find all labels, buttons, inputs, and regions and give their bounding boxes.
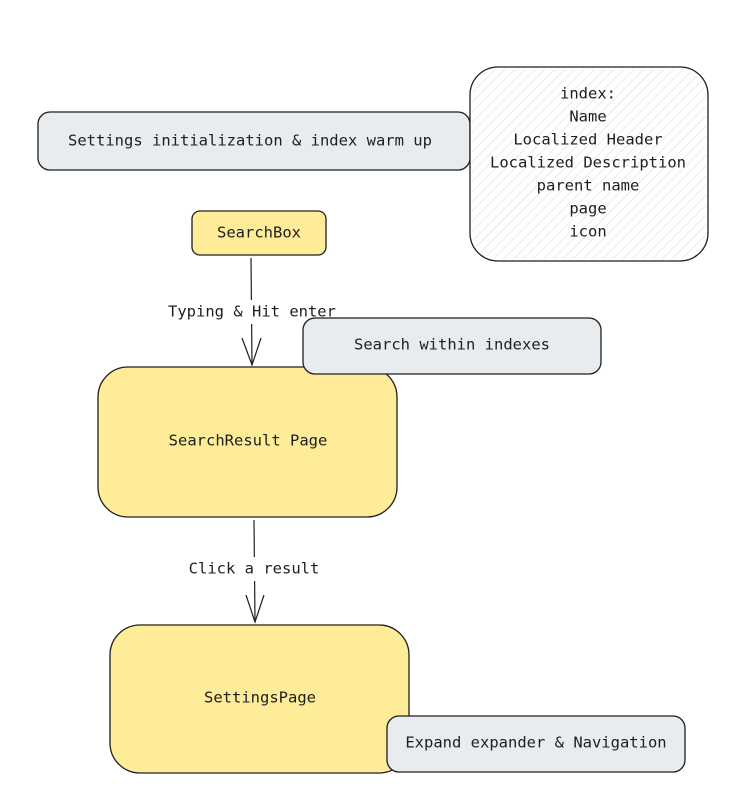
search-result-node: SearchResult Page (97, 366, 398, 518)
settings-init-label: Settings initialization & index warm up (68, 132, 432, 150)
index-line: Localized Description (490, 154, 686, 172)
arrow-typing: Typing & Hit enter (160, 257, 344, 367)
settings-init-node: Settings initialization & index warm up (37, 111, 471, 171)
settings-page-node: SettingsPage (109, 624, 410, 774)
search-result-label: SearchResult Page (169, 432, 328, 450)
index-line: page (569, 200, 606, 218)
searchbox-label: SearchBox (217, 224, 301, 242)
expand-label: Expand expander & Navigation (405, 734, 666, 752)
index-line: index: (560, 85, 616, 103)
search-within-node: Search within indexes (302, 317, 602, 375)
expand-node: Expand expander & Navigation (386, 715, 686, 773)
searchbox-node: SearchBox (191, 210, 327, 256)
index-line: parent name (537, 177, 640, 195)
index-line: Name (569, 108, 606, 126)
index-fields-node: index: Name Localized Header Localized D… (469, 66, 709, 262)
arrow-click: Click a result (180, 519, 328, 624)
edge-label-typing: Typing & Hit enter (168, 303, 336, 321)
index-line: icon (569, 223, 606, 241)
edge-label-click: Click a result (189, 560, 320, 578)
index-line: Localized Header (513, 131, 662, 149)
settings-page-label: SettingsPage (204, 689, 316, 707)
search-within-label: Search within indexes (354, 336, 550, 354)
